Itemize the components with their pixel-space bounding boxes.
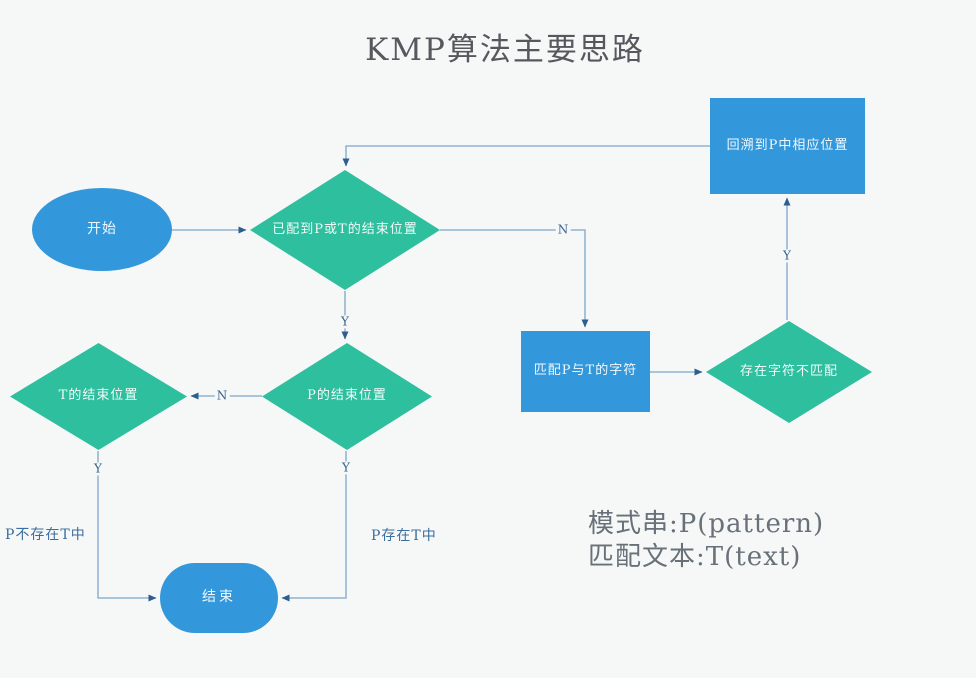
match-chars-process-node: 匹配P与T的字符 [521, 331, 650, 412]
connector-tend-yes-to-end [97, 451, 157, 602]
edge-label-tend-yes: Y [92, 461, 104, 476]
start-node-label: 开始 [87, 220, 117, 237]
start-node: 开始 [32, 188, 172, 271]
edge-label-pend-no: N [214, 388, 230, 403]
edge-label-pend-yes: Y [340, 460, 352, 475]
p-end-decision-label: P的结束位置 [307, 388, 387, 404]
annotation-p-not-in-t: P不存在T中 [5, 527, 86, 543]
legend-notes: 模式串:P(pattern) 匹配文本:T(text) [588, 508, 824, 574]
edge-label-mismatch-yes: Y [781, 248, 793, 263]
backtrack-process-label: 回溯到P中相应位置 [726, 137, 849, 153]
mismatch-decision-label: 存在字符不匹配 [739, 363, 838, 379]
t-end-decision-label: T的结束位置 [58, 388, 139, 404]
legend-note-pattern: 模式串:P(pattern) [588, 509, 825, 539]
page-title: KMP算法主要思路 [365, 32, 645, 68]
end-node: 结束 [160, 563, 278, 633]
legend-note-text: 匹配文本:T(text) [588, 542, 802, 572]
connector-pend-yes-to-end [281, 451, 347, 602]
annotation-p-in-t: P存在T中 [371, 528, 437, 544]
decision-matched-end-label: 已配到P或T的结束位置 [272, 221, 418, 237]
backtrack-process-node: 回溯到P中相应位置 [710, 98, 865, 194]
end-node-label: 结束 [202, 589, 236, 606]
edge-label-decision1-no: N [555, 222, 571, 237]
match-chars-process-label: 匹配P与T的字符 [533, 363, 638, 379]
connector-decision1-no-to-match [440, 229, 589, 328]
connector-backtrack-to-decision1 [342, 145, 710, 167]
edge-label-decision1-yes: Y [339, 314, 351, 329]
